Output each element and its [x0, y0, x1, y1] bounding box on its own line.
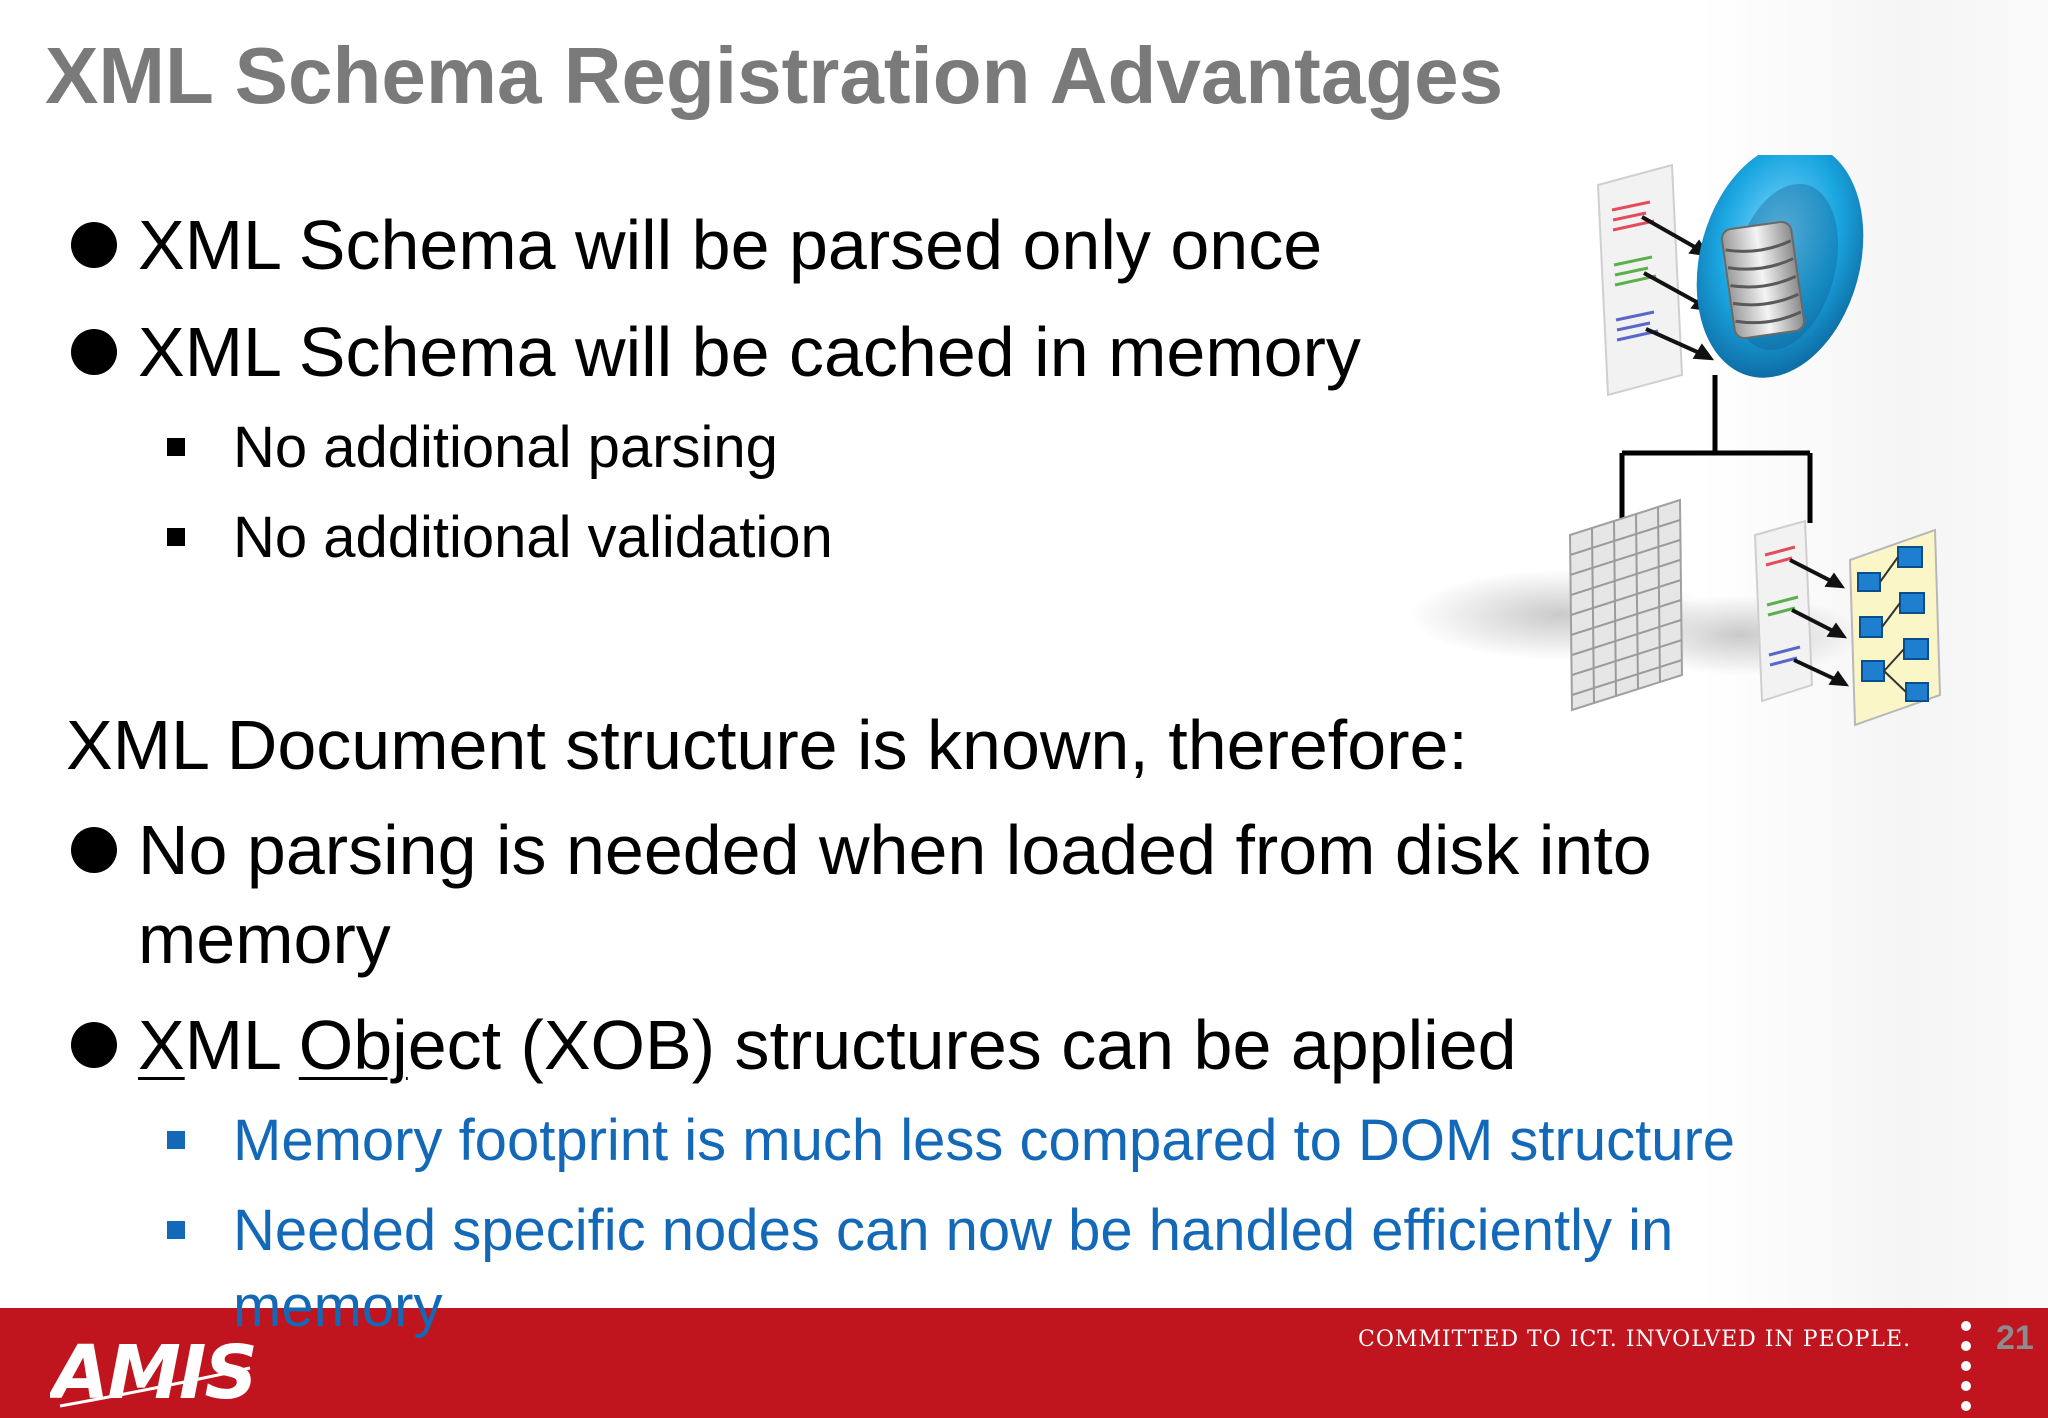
bullet-text-line1: No parsing is needed when loaded from di… [138, 811, 1652, 889]
footer-bar [0, 1308, 2048, 1418]
table-grid-icon [1568, 498, 1684, 712]
xml-document-icon [1596, 163, 1715, 397]
sub-bullet-text: Memory footprint is much less compared t… [233, 1108, 1736, 1173]
sub-bullet-text: No additional validation [233, 505, 833, 570]
bullet-text-xob: XML Object (XOB) structures can be appli… [138, 1004, 1517, 1086]
sub-bullet-text: No additional parsing [233, 415, 778, 480]
sub-bullet-text: Needed specific nodes can now be handled… [233, 1198, 1674, 1263]
bullet-marker [71, 1022, 117, 1068]
page-number: 21 [1996, 1319, 2034, 1357]
bullet-text: XML Schema will be parsed only once [138, 206, 1323, 284]
bullet-marker [71, 222, 117, 268]
footer-dots-divider [1961, 1321, 1971, 1411]
underlined-x: X [138, 1006, 185, 1084]
svg-text:AMIS: AMIS [50, 1330, 256, 1413]
bullet-text: XML Schema will be cached in memory [138, 313, 1361, 391]
schema-registration-illustration [1410, 155, 1942, 727]
sub-bullet-marker [167, 528, 185, 546]
bullet-marker [71, 329, 117, 375]
sub-bullet-text-continued: memory [233, 1274, 443, 1339]
amis-logo: AMIS [50, 1330, 258, 1413]
section-intro: XML Document structure is known, therefo… [66, 706, 1468, 784]
underlined-obj: Obj [298, 1006, 408, 1084]
bullet-text-line2: memory [138, 900, 391, 978]
bullet-marker [71, 827, 117, 873]
xob-text-rest: ect (XOB) structures can be applied [407, 1006, 1517, 1084]
slide-title: XML Schema Registration Advantages [45, 31, 1504, 120]
footer-tagline: COMMITTED TO ICT. INVOLVED IN PEOPLE. [1358, 1327, 1912, 1352]
sub-bullet-marker [167, 1221, 185, 1239]
tree-diagram-icon [1753, 519, 1942, 727]
database-icon [1696, 155, 1864, 378]
sub-bullet-marker [167, 1131, 185, 1149]
xob-text-ml: ML [184, 1006, 299, 1084]
sub-bullet-marker [167, 438, 185, 456]
